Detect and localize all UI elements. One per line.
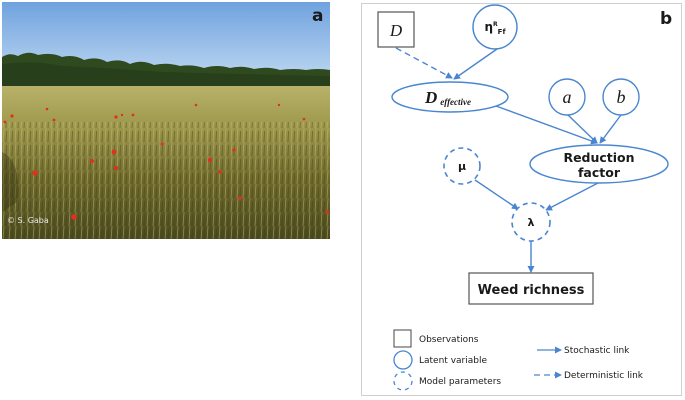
node-weed-richness: Weed richness [468, 272, 594, 305]
legend: Observations Latent variable Model param… [393, 329, 644, 391]
node-a-label: a [563, 87, 572, 107]
edge-d-effective-to-reduction [495, 105, 598, 145]
reduction-factor-line1: Reduction [563, 150, 634, 165]
node-eta: ηRFf [472, 4, 518, 50]
node-a: a [548, 78, 586, 116]
legend-latent-label: Latent variable [419, 356, 487, 366]
edge-D-to-d-effective [395, 47, 453, 79]
node-b-label: b [617, 87, 626, 107]
edge-b-to-reduction [599, 114, 622, 144]
node-mu-label: μ [458, 160, 466, 173]
node-b: b [602, 78, 640, 116]
d-effective-subscript: effective [440, 97, 471, 107]
legend-stochastic-label: Stochastic link [564, 346, 630, 356]
svg-text:ηRFf: ηRFf [485, 20, 507, 36]
legend-deterministic-label: Deterministic link [564, 371, 644, 381]
edge-eta-to-d-effective [453, 48, 498, 80]
weed-richness-label: Weed richness [478, 283, 585, 298]
poppies [3, 103, 329, 220]
node-D-label: D [389, 21, 403, 40]
d-effective-main: D [424, 88, 437, 107]
node-lambda: λ [511, 202, 551, 242]
node-D: D [377, 11, 415, 48]
reduction-factor-line2: factor [578, 165, 621, 180]
edge-reduction-to-lambda [545, 182, 599, 211]
node-reduction-factor: Reduction factor [529, 144, 669, 184]
legend-latent-icon [393, 350, 413, 370]
legend-observation-icon [393, 329, 412, 348]
eta-subscript: Ff [498, 28, 507, 36]
diagram-panel [361, 3, 682, 396]
field-photo-illustration [2, 2, 330, 239]
legend-parameters-label: Model parameters [419, 377, 501, 387]
legend-parameter-icon [393, 371, 413, 391]
panel-label-a: a [312, 6, 324, 26]
node-lambda-label: λ [528, 216, 535, 229]
panel-label-b: b [660, 9, 673, 29]
node-mu: μ [443, 147, 481, 185]
field-photo [2, 2, 330, 239]
eta-superscript: R [493, 21, 498, 28]
edge-a-to-reduction [567, 114, 598, 144]
legend-observations-label: Observations [419, 335, 479, 345]
edge-mu-to-lambda [474, 179, 519, 210]
photo-credit: © S. Gaba [7, 216, 49, 225]
eta-symbol: η [485, 20, 494, 34]
